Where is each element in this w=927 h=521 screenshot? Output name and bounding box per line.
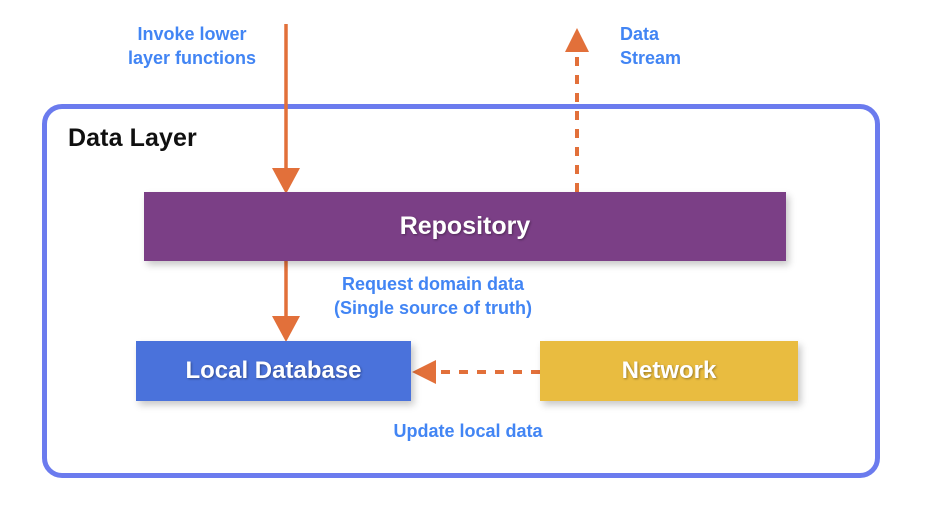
node-local-database-label: Local Database — [185, 357, 362, 384]
node-repository-label: Repository — [399, 212, 531, 240]
annotation-invoke-lower-layer-functions: Invoke lower layer functions — [127, 24, 257, 68]
node-network[interactable]: Network — [540, 341, 798, 401]
data-layer-container — [42, 104, 880, 478]
annotation-update-local-data: Update local data — [393, 421, 543, 441]
data-layer-title: Data Layer — [68, 124, 197, 152]
node-network-label: Network — [621, 357, 717, 384]
node-local-database[interactable]: Local Database — [136, 341, 411, 401]
annotation-request-domain-data: Request domain data (Single source of tr… — [334, 274, 532, 318]
node-repository[interactable]: Repository — [144, 192, 786, 261]
annotation-data-stream: Data Stream — [620, 24, 682, 68]
